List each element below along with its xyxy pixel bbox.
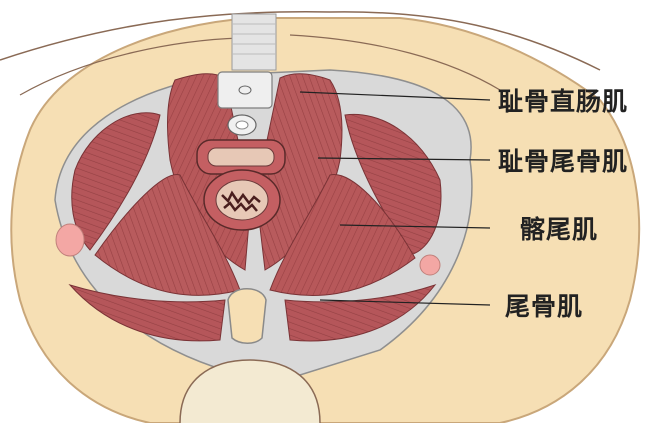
label-pubococcygeus: 耻骨尾骨肌 <box>498 142 628 178</box>
label-iliococcygeus: 髂尾肌 <box>520 210 598 246</box>
pubic-symphysis <box>232 14 276 70</box>
label-coccygeus: 尾骨肌 <box>505 287 583 323</box>
fat-pad <box>56 224 84 256</box>
label-pubococcygeus-rectus: 耻骨直肠肌 <box>498 82 628 118</box>
urethra <box>218 72 272 108</box>
coccyx <box>228 289 266 344</box>
fat-pad <box>420 255 440 275</box>
